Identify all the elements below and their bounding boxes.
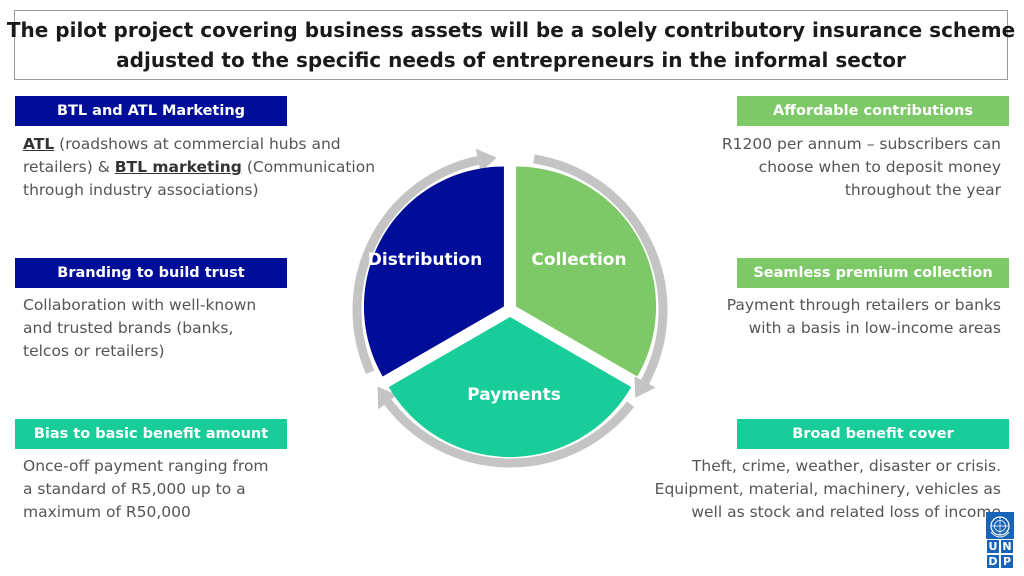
cycle-arrow-arc [352, 155, 480, 375]
desc-text: (roadshows at commercial hubs and [54, 135, 341, 153]
desc-emphasis-btl: BTL marketing [114, 158, 242, 176]
desc-line: telcos or retailers) [23, 342, 165, 360]
logo-letter: N [1000, 539, 1014, 554]
segment-collection-label: Collection [531, 250, 626, 270]
logo-letter: P [1000, 554, 1014, 569]
desc-btl-atl-marketing: ATL (roadshows at commercial hubs and re… [23, 133, 376, 202]
cycle-arrowhead-icon [475, 148, 497, 173]
cycle-arrow-arc [533, 154, 668, 384]
desc-line: Collaboration with well-known [23, 296, 257, 314]
segment-distribution-label: Distribution [368, 250, 482, 270]
desc-line: ATL (roadshows at commercial hubs and [23, 133, 373, 156]
desc-line: a standard of R5,000 up to a [23, 480, 246, 498]
cycle-arrow-arc [384, 399, 635, 468]
desc-text: (Communication [241, 158, 376, 176]
label-affordable-contributions: Affordable contributions [737, 96, 1009, 126]
desc-line: choose when to deposit money [758, 158, 1001, 176]
cycle-arrowhead-icon [377, 386, 398, 410]
cycle-segments [363, 166, 657, 457]
desc-line: retailers) & BTL marketing (Communicatio… [23, 156, 376, 179]
label-branding-trust: Branding to build trust [15, 258, 287, 288]
desc-seamless-collection: Payment through retailers or banks with … [630, 294, 1001, 340]
desc-line: maximum of R50,000 [23, 503, 191, 521]
desc-text: retailers) & [23, 158, 115, 176]
desc-text: through industry associations) [23, 181, 259, 199]
title-box: The pilot project covering business asse… [7, 10, 1015, 80]
desc-line: Theft, crime, weather, disaster or crisi… [691, 457, 1001, 475]
label-seamless-collection: Seamless premium collection [737, 258, 1009, 288]
desc-emphasis-atl: ATL [23, 135, 55, 153]
desc-branding-trust: Collaboration with well-known and truste… [23, 294, 373, 363]
un-emblem-icon [990, 516, 1010, 538]
undp-logo: U N D P [986, 512, 1014, 569]
desc-line: Equipment, material, machinery, vehicles… [654, 480, 1001, 498]
cycle-arrowhead-icon [634, 376, 656, 398]
title-line-1: The pilot project covering business asse… [6, 18, 1016, 42]
cycle-arrows [352, 148, 668, 468]
desc-line: Payment through retailers or banks [726, 296, 1001, 314]
desc-line: through industry associations) [23, 179, 373, 202]
desc-line: throughout the year [844, 181, 1001, 199]
label-btl-atl-marketing: BTL and ATL Marketing [15, 96, 287, 126]
desc-line: with a basis in low-income areas [748, 319, 1001, 337]
desc-broad-cover: Theft, crime, weather, disaster or crisi… [630, 455, 1001, 524]
desc-line: and trusted brands (banks, [23, 319, 234, 337]
label-basic-benefit: Bias to basic benefit amount [15, 419, 287, 449]
segment-payments-label: Payments [467, 385, 561, 405]
undp-letters: U N D P [986, 539, 1014, 569]
segment-distribution [363, 166, 504, 377]
desc-line: R1200 per annum – subscribers can [721, 135, 1001, 153]
desc-basic-benefit: Once-off payment ranging from a standard… [23, 455, 373, 524]
logo-letter: D [986, 554, 1000, 569]
desc-affordable-contributions: R1200 per annum – subscribers can choose… [630, 133, 1001, 202]
segment-payments [388, 317, 632, 457]
label-broad-cover: Broad benefit cover [737, 419, 1009, 449]
title-line-2: adjusted to the specific needs of entrep… [116, 48, 906, 72]
segment-collection [516, 166, 657, 377]
desc-line: Once-off payment ranging from [23, 457, 269, 475]
desc-line: well as stock and related loss of income [691, 503, 1001, 521]
logo-letter: U [986, 539, 1000, 554]
